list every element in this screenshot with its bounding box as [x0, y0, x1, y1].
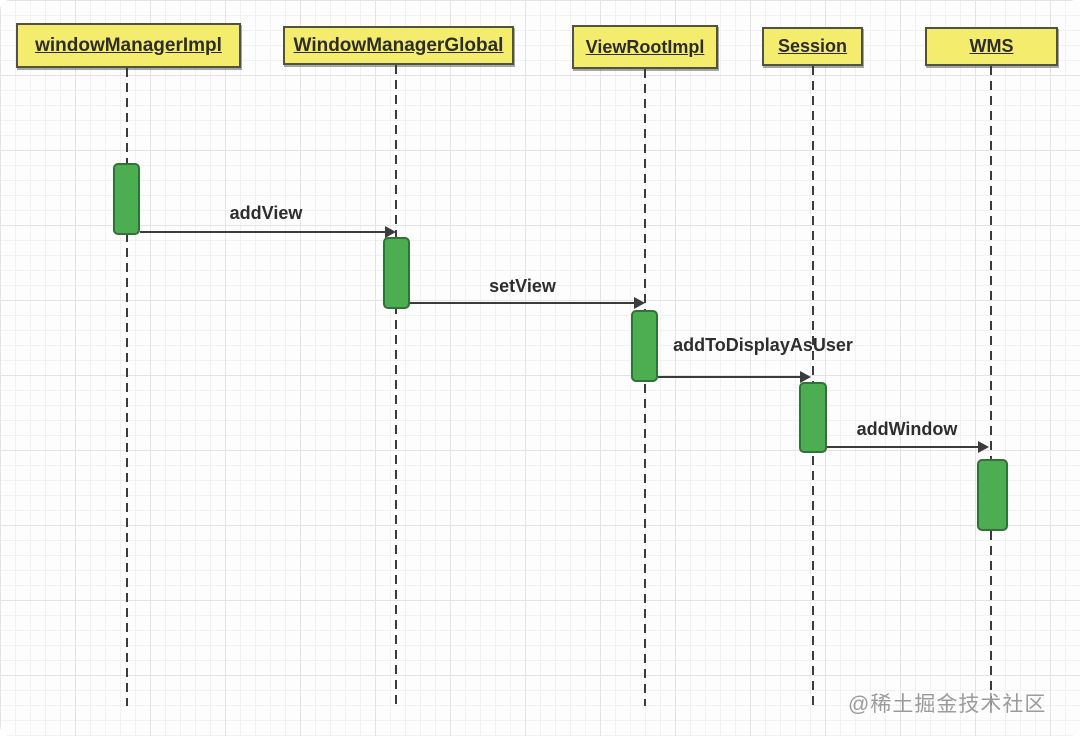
activation-bar-windowmanagerglobal: [383, 237, 410, 309]
message-arrow-setview: [410, 297, 645, 309]
message-label-addwindow: addWindow: [856, 419, 958, 439]
lifeline-windowmanagerimpl: [126, 68, 128, 706]
message-arrow-addtodisplayasuser: [658, 371, 811, 383]
activation-bar-viewrootimpl: [631, 310, 658, 382]
participant-box-viewrootimpl: ViewRootImpl: [572, 25, 718, 69]
message-arrow-addwindow: [827, 441, 989, 453]
activation-bar-wms: [977, 459, 1008, 531]
participant-box-windowmanagerglobal: WindowManagerGlobal: [283, 26, 514, 65]
participant-box-session: Session: [762, 27, 863, 66]
lifeline-windowmanagerglobal: [395, 65, 397, 706]
message-arrow-addview: [140, 226, 396, 238]
watermark-text: @稀土掘金技术社区: [848, 693, 1047, 716]
participant-box-windowmanagerimpl: windowManagerImpl: [16, 23, 241, 68]
activation-bar-windowmanagerimpl: [113, 163, 140, 235]
participant-label: Session: [777, 36, 848, 56]
participant-label: ViewRootImpl: [585, 36, 705, 57]
participant-label: WMS: [969, 36, 1014, 56]
participant-label: WindowManagerGlobal: [293, 34, 504, 56]
message-label-setview: setView: [489, 276, 556, 296]
lifeline-wms: [990, 66, 992, 705]
message-label-addtodisplayasuser: addToDisplayAsUser: [673, 335, 853, 355]
lifeline-viewrootimpl: [644, 69, 646, 706]
participant-box-wms: WMS: [925, 27, 1058, 66]
participant-label: windowManagerImpl: [35, 34, 222, 56]
activation-bar-session: [799, 382, 827, 453]
message-label-addview: addView: [229, 203, 303, 223]
